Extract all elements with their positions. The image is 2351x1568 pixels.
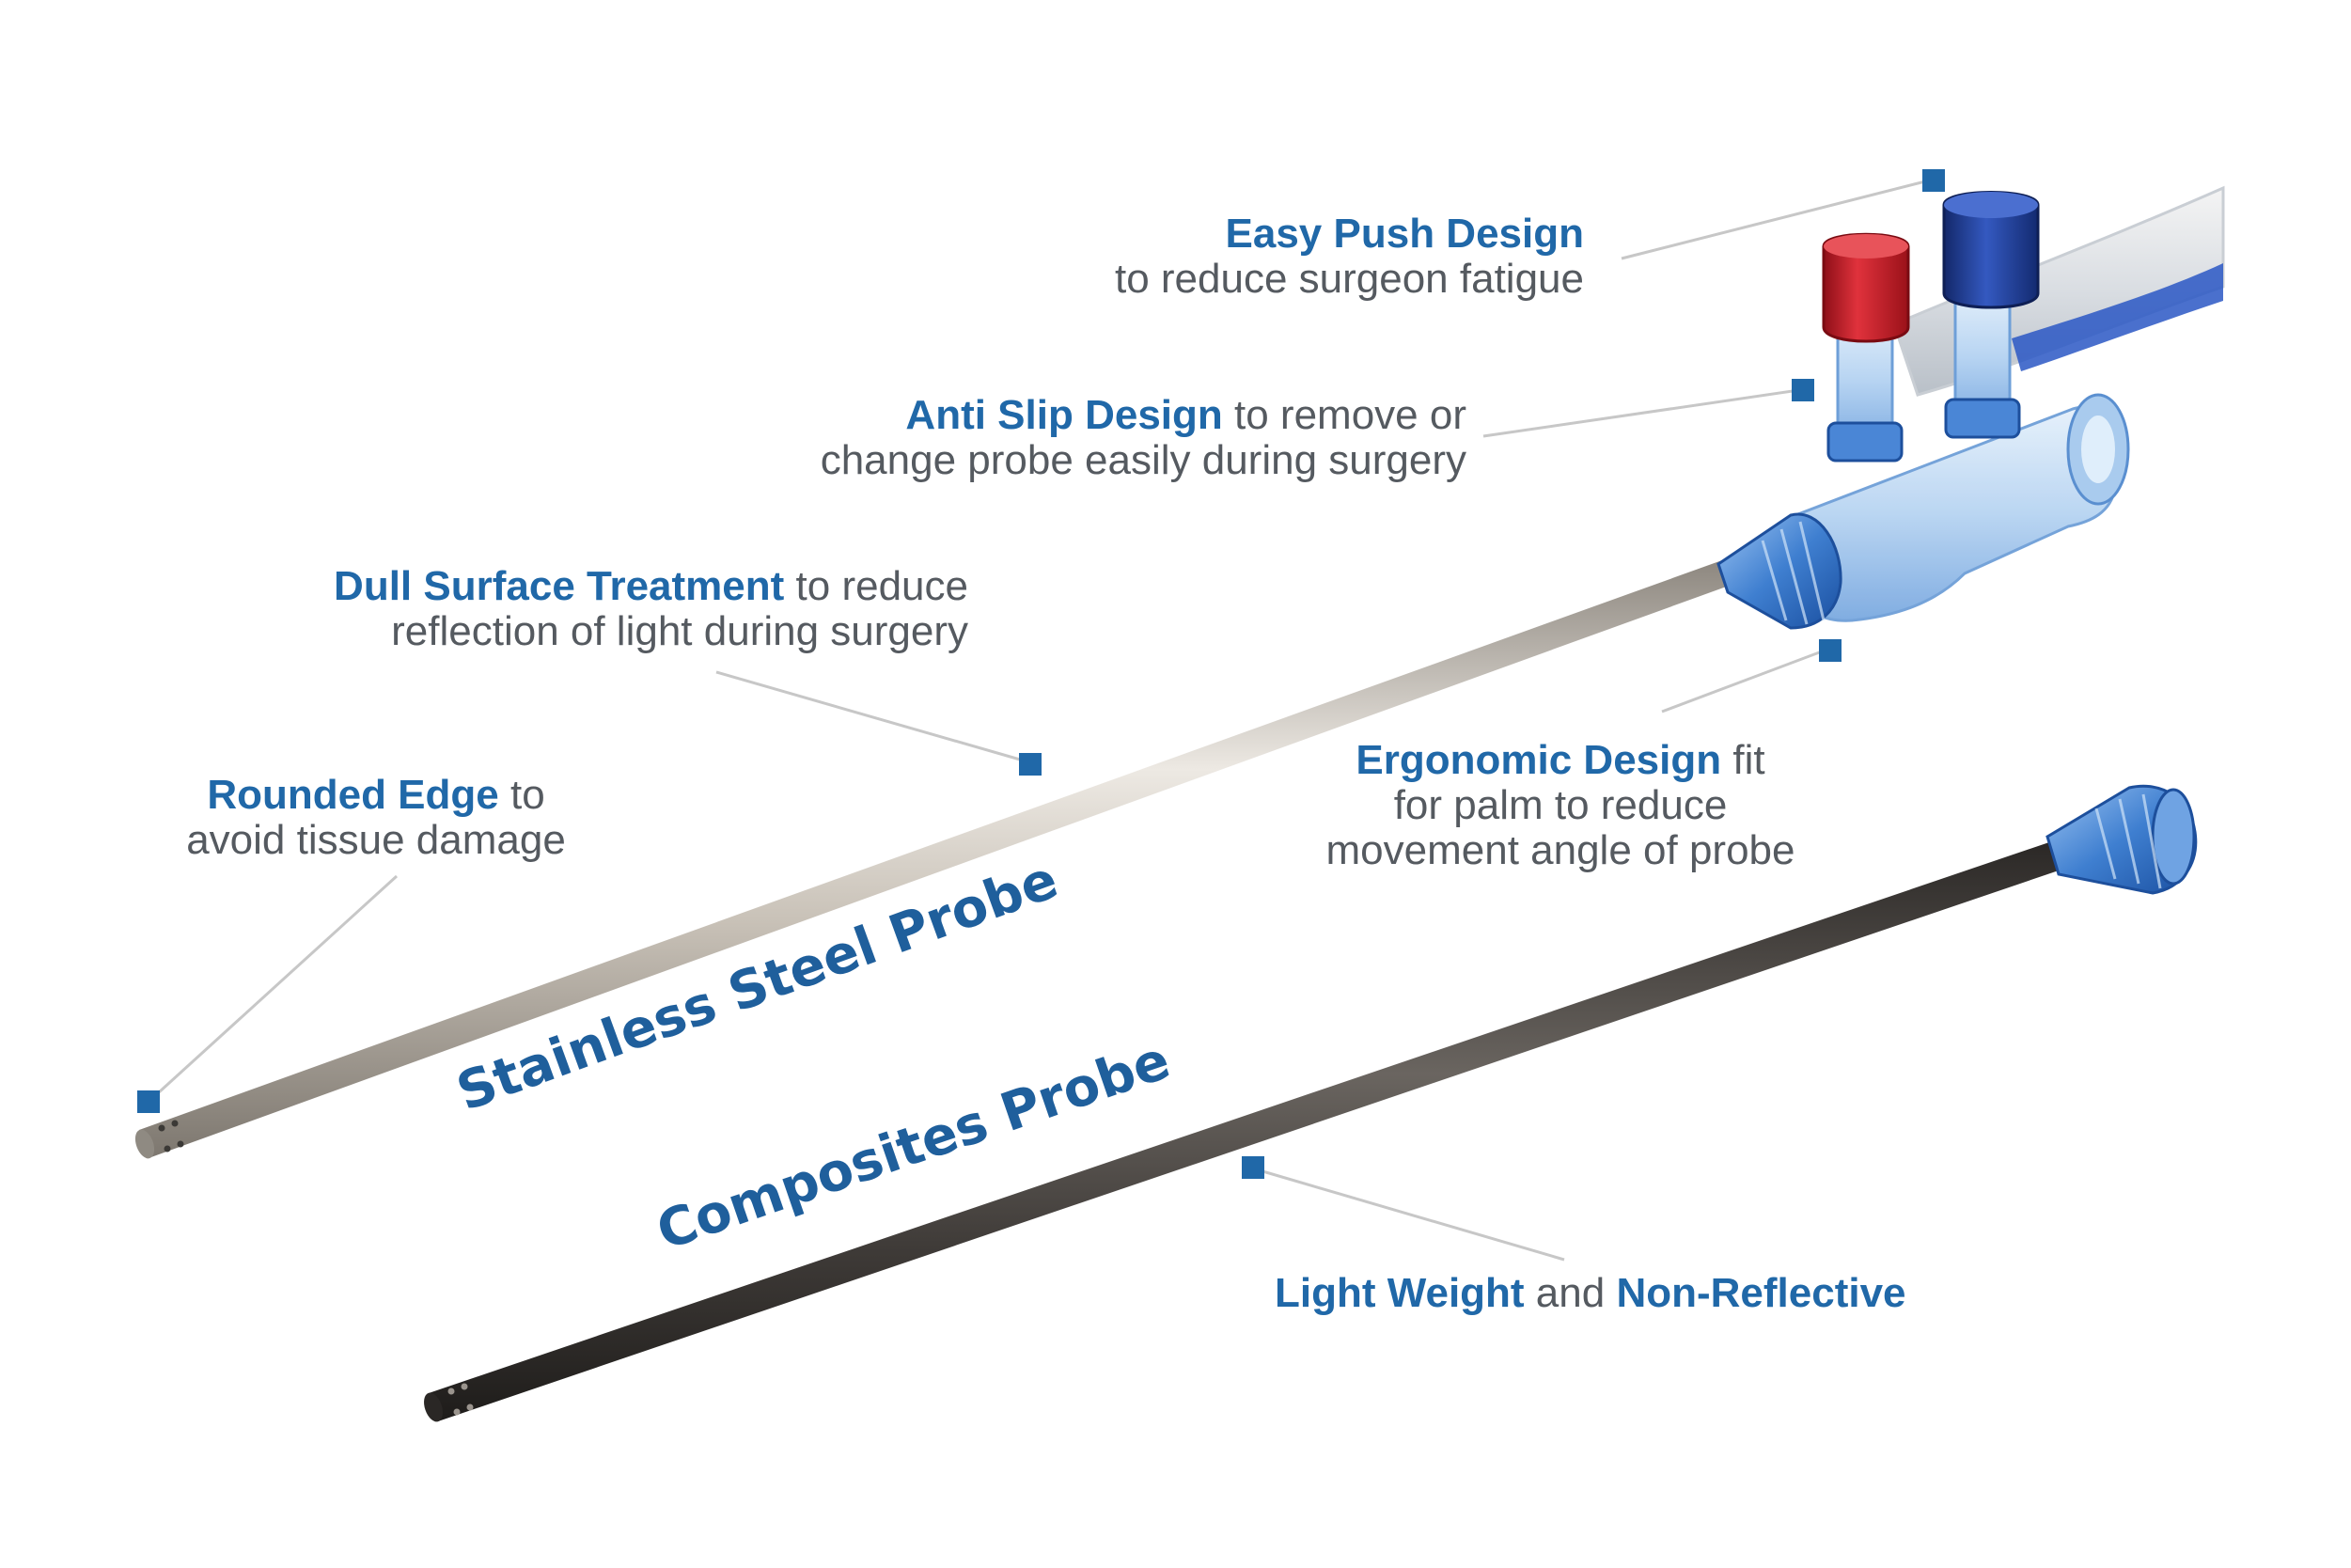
callout-anti-slip-title: Anti Slip Design <box>905 392 1223 438</box>
marker-anti-slip <box>1792 379 1814 401</box>
handle-nose-cone <box>1716 512 1842 630</box>
tip-hole <box>158 1124 165 1132</box>
composite-probe <box>424 784 2198 1422</box>
leader-anti-slip <box>1482 388 1800 438</box>
composite-shaft <box>429 842 2059 1421</box>
marker-easy-push <box>1922 169 1945 192</box>
stainless-shaft <box>139 560 1732 1158</box>
stainless-probe <box>134 560 1732 1159</box>
tip-hole <box>164 1145 171 1152</box>
leader-easy-push <box>1621 179 1930 260</box>
callout-ergonomic-desc-1: for palm to reduce <box>1393 782 1728 828</box>
callout-easy-push: Easy Push Design​ to reduce surgeon fati… <box>1043 212 1584 302</box>
tip-hole <box>461 1383 468 1390</box>
callout-light-weight: Light Weight and Non-Reflective <box>1275 1270 1906 1316</box>
leader-light-weight <box>1252 1167 1565 1262</box>
markers <box>137 169 1945 1179</box>
callout-dull-surface-title: Dull Surface Treatment <box>334 563 785 609</box>
tip-hole <box>177 1140 184 1148</box>
callout-rounded-edge-desc: avoid tissue damage <box>186 817 566 863</box>
callout-anti-slip-desc: change probe easily during surgery <box>820 437 1466 483</box>
callout-rounded-edge: Rounded Edge to avoid tissue damage <box>169 773 583 863</box>
stainless-tip <box>134 1129 155 1159</box>
leader-rounded-edge <box>147 874 399 1104</box>
tip-hole <box>453 1408 461 1416</box>
leader-ergonomic <box>1661 647 1830 713</box>
tip-hole <box>447 1388 455 1395</box>
composite-tip <box>424 1392 443 1422</box>
marker-rounded-edge <box>137 1090 160 1113</box>
tip-hole <box>466 1403 474 1411</box>
callout-ergonomic-desc-2: movement angle of probe <box>1325 827 1795 873</box>
marker-ergonomic <box>1819 639 1842 662</box>
callout-dull-surface: Dull Surface Treatment to reduce reflect… <box>282 564 968 654</box>
callout-light-weight-title-1: Light Weight <box>1275 1270 1525 1316</box>
leader-dull-surface <box>715 670 1027 763</box>
callout-easy-push-desc: to reduce surgeon fatigue <box>1114 256 1584 302</box>
marker-light-weight <box>1242 1156 1264 1179</box>
callout-easy-push-title: Easy Push Design <box>1225 211 1584 257</box>
callout-ergonomic-title: Ergonomic Design <box>1356 737 1722 783</box>
callout-rounded-edge-title: Rounded Edge <box>207 772 499 818</box>
callout-dull-surface-desc: reflection of light during surgery <box>391 608 968 654</box>
callout-light-weight-title-2: Non-Reflective <box>1616 1270 1906 1316</box>
callout-ergonomic: Ergonomic Design fit for palm to reduce … <box>1307 738 1814 873</box>
handle-assembly <box>1716 191 2130 630</box>
tip-hole <box>171 1120 179 1127</box>
leader-lines <box>147 179 1930 1262</box>
callout-anti-slip: Anti Slip Design to remove or change pro… <box>714 393 1466 483</box>
marker-dull-surface <box>1019 753 1042 776</box>
